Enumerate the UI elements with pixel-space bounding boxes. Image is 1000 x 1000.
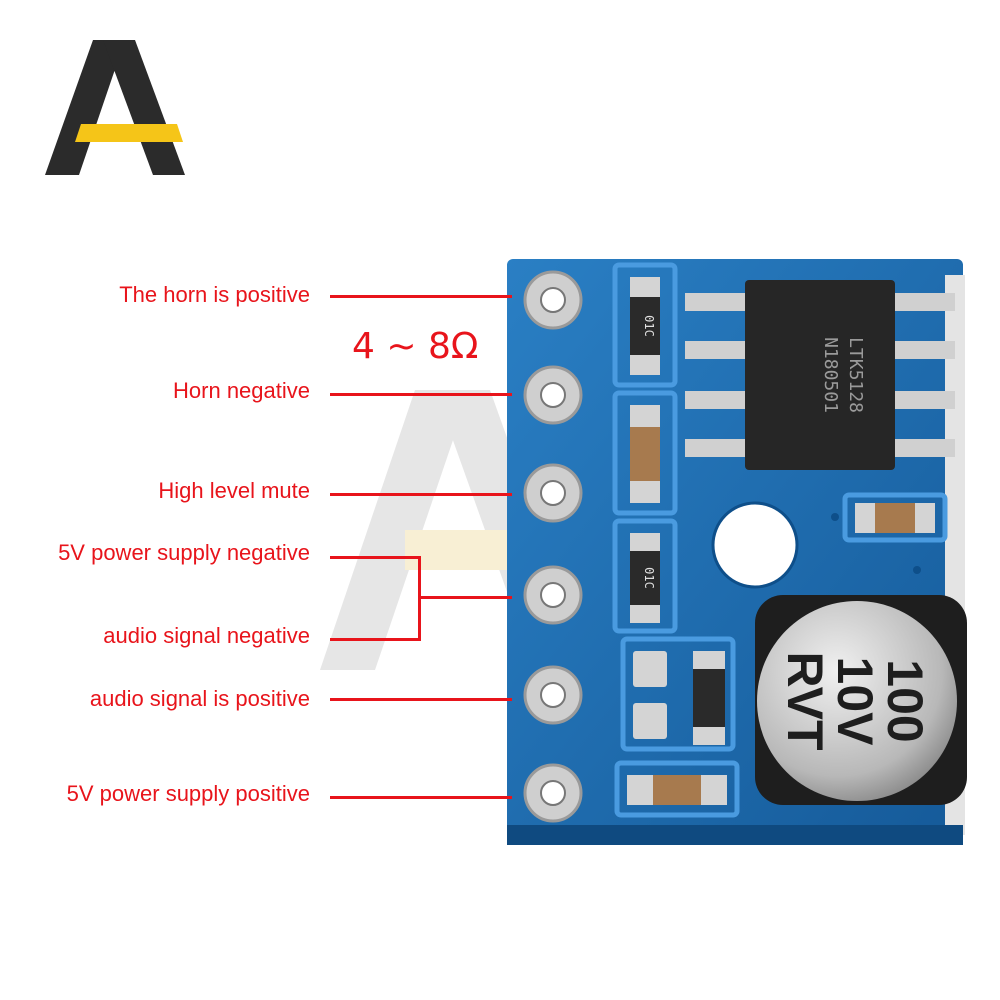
leader-line-horn-positive bbox=[330, 295, 512, 298]
leader-line-high-level-mute bbox=[330, 493, 512, 496]
amplifier-ic: LTK5128 N180501 bbox=[685, 280, 955, 470]
smd-capacitor-2 bbox=[627, 775, 727, 805]
leader-line-5v-positive bbox=[330, 796, 512, 799]
smd-resistor-2: 01C bbox=[630, 533, 660, 623]
leader-line-5v-negative bbox=[330, 556, 420, 559]
svg-text:01C: 01C bbox=[642, 567, 656, 589]
impedance-label: 4 ~ 8Ω bbox=[352, 326, 479, 367]
pin-label-audio-positive: audio signal is positive bbox=[89, 686, 310, 711]
pin-label-horn-negative: Horn negative bbox=[173, 378, 310, 403]
pin-label-high-level-mute: High level mute bbox=[158, 478, 310, 503]
leader-line-audio-negative bbox=[330, 638, 420, 641]
smd-capacitor-3 bbox=[855, 503, 935, 533]
svg-text:100: 100 bbox=[877, 659, 933, 742]
smd-resistor-1: 01C bbox=[630, 277, 660, 375]
svg-text:LTK5128: LTK5128 bbox=[845, 337, 866, 413]
pin-label-horn-positive: The horn is positive bbox=[119, 282, 310, 307]
electrolytic-capacitor: 100 10V RVT bbox=[755, 595, 967, 805]
smd-pads-small bbox=[633, 651, 667, 739]
pcb-board: 01C 01C bbox=[507, 259, 967, 845]
svg-text:N180501: N180501 bbox=[820, 337, 841, 413]
brand-logo-icon bbox=[45, 40, 185, 175]
mounting-hole bbox=[711, 501, 799, 589]
smd-diode bbox=[693, 651, 725, 745]
svg-text:01C: 01C bbox=[642, 315, 656, 337]
pin-label-5v-negative: 5V power supply negative bbox=[58, 540, 310, 565]
svg-text:RVT: RVT bbox=[777, 651, 833, 750]
bracket-horizontal bbox=[418, 596, 512, 599]
pin-label-5v-positive: 5V power supply positive bbox=[66, 781, 310, 806]
leader-line-horn-negative bbox=[330, 393, 512, 396]
pin-label-audio-negative: audio signal negative bbox=[103, 623, 310, 648]
leader-line-audio-positive bbox=[330, 698, 512, 701]
svg-text:10V: 10V bbox=[827, 657, 883, 747]
smd-capacitor-1 bbox=[630, 405, 660, 503]
